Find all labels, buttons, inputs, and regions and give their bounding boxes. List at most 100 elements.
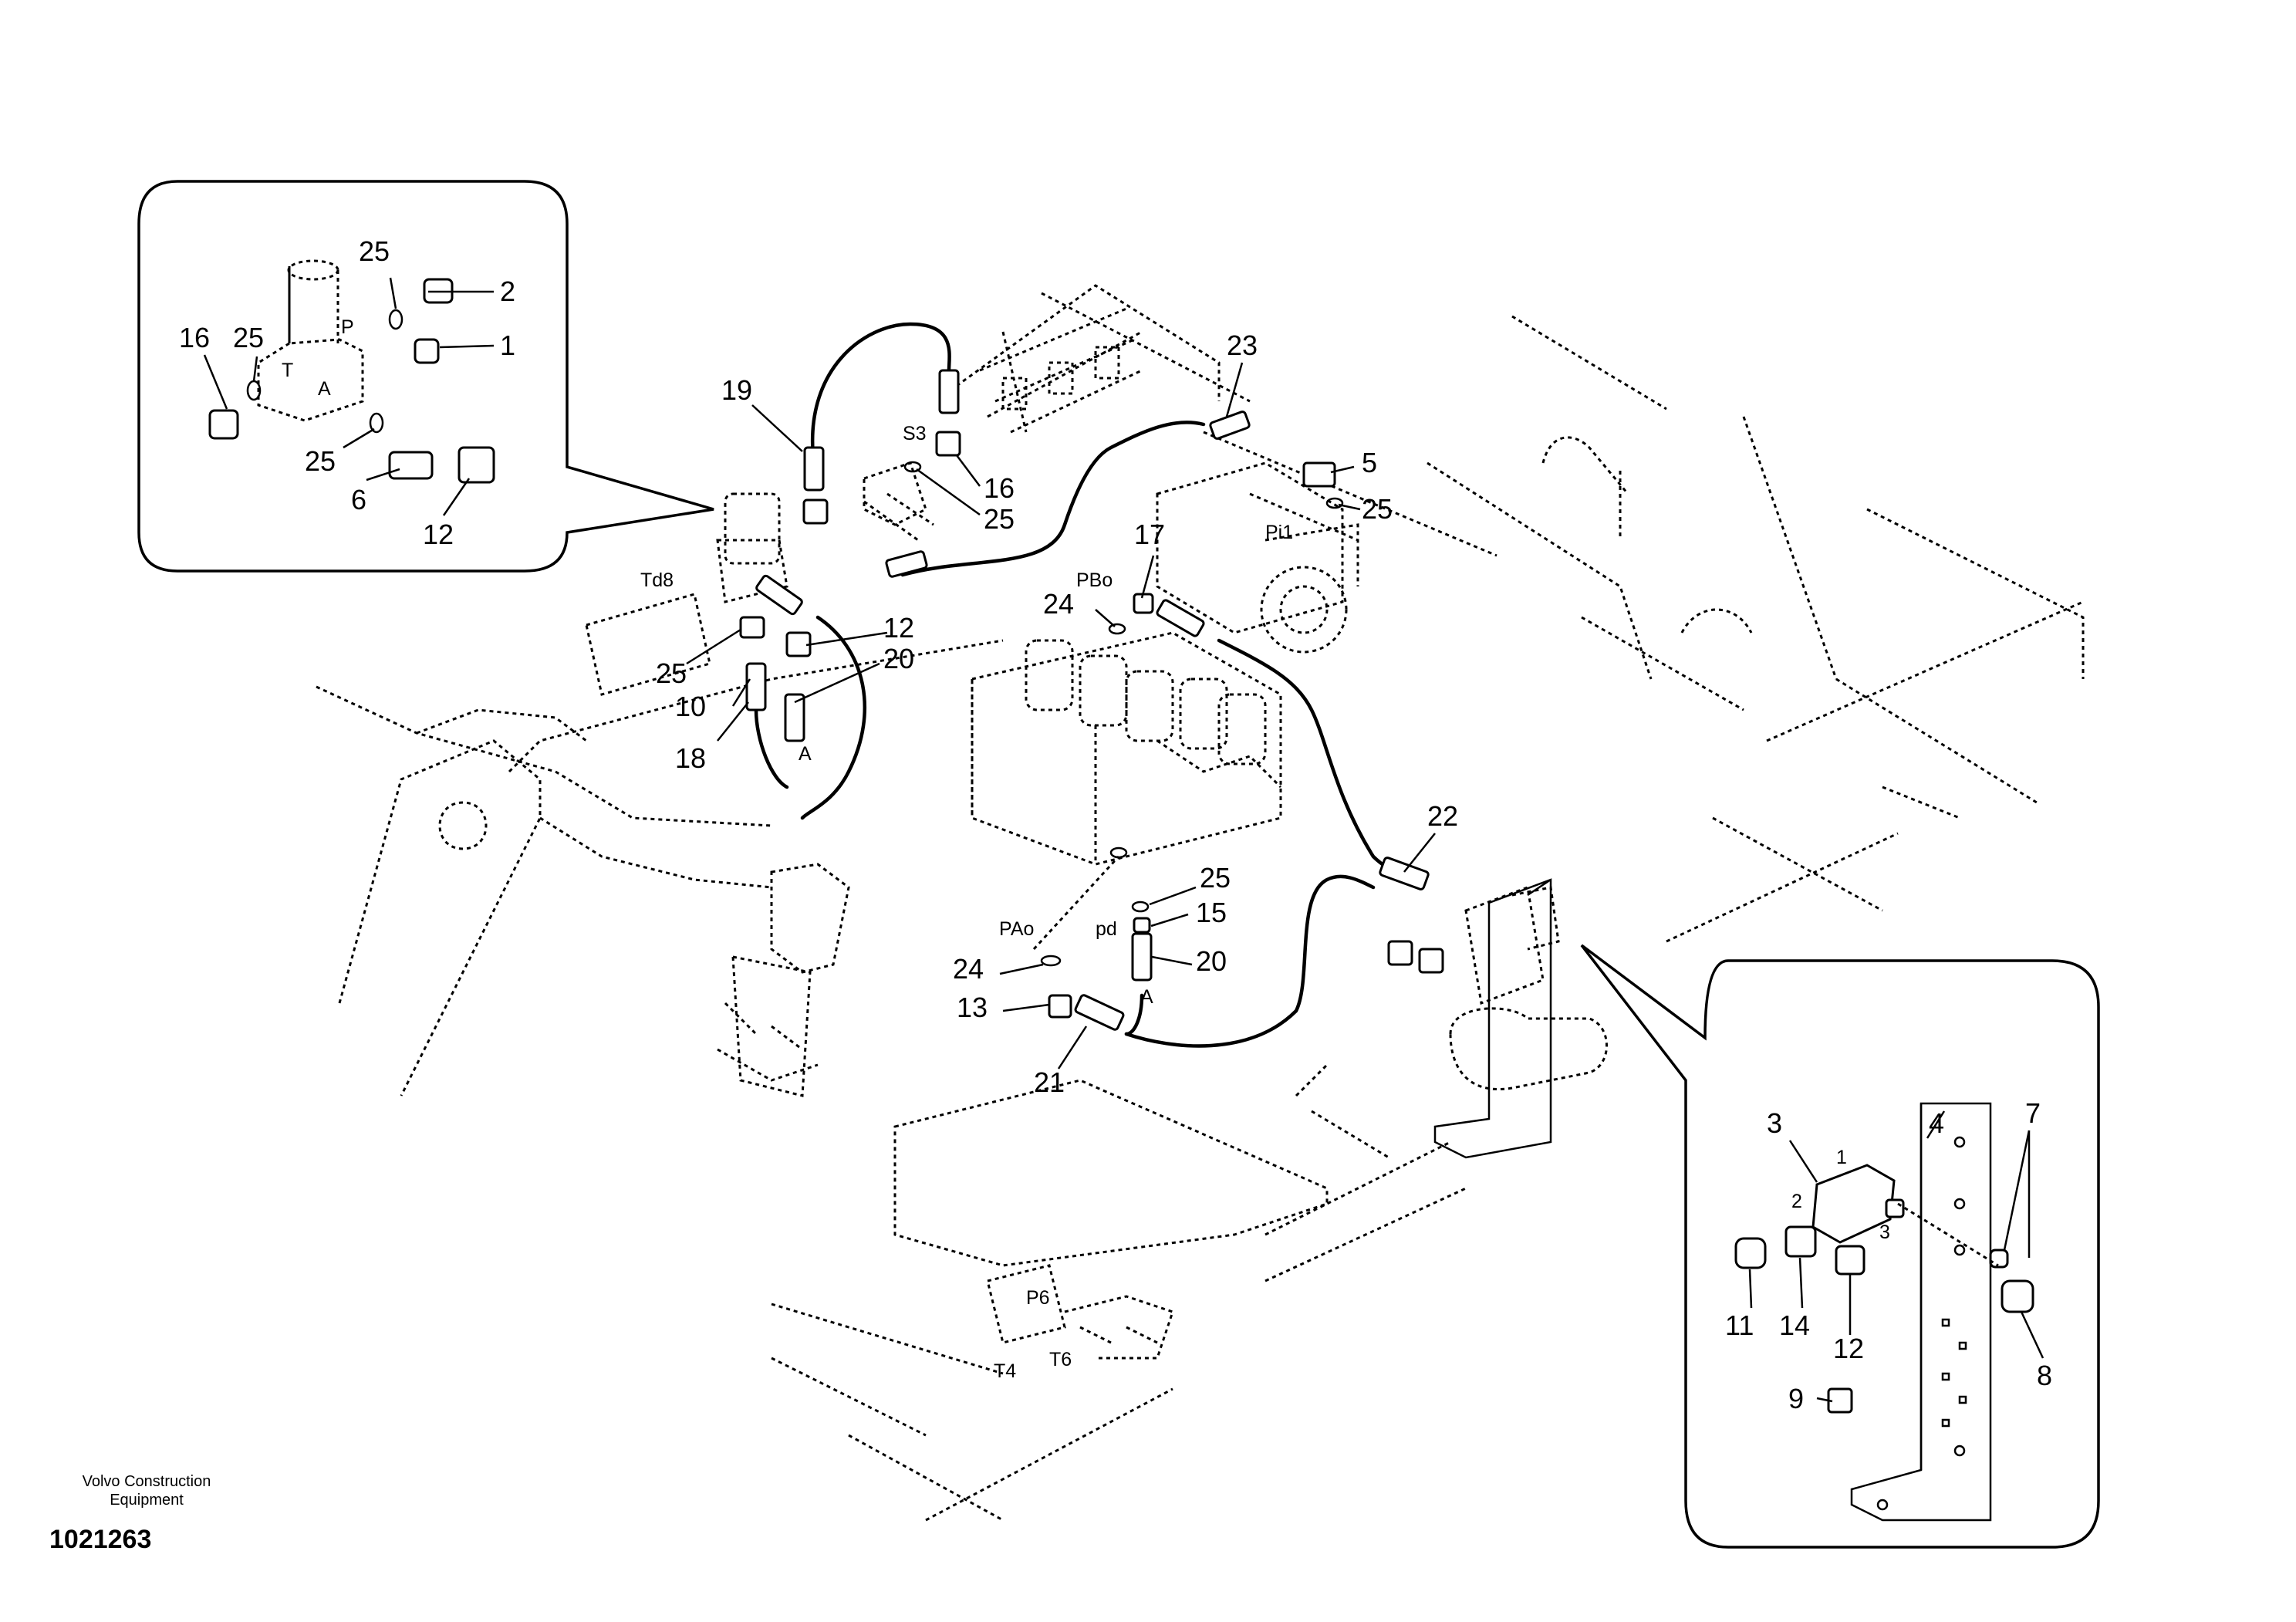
fitting-10-hose: [755, 574, 803, 616]
label-pbo: PBo: [1076, 569, 1113, 591]
fitting-19: [803, 446, 825, 492]
fitting-callout-16: [208, 409, 239, 440]
elbow-14: [1784, 1225, 1817, 1258]
fitting-callout-12: [458, 446, 495, 484]
label-t4: T4: [994, 1360, 1016, 1382]
label-17: 17: [1134, 519, 1165, 550]
callout-tl-label-25c: 25: [305, 445, 336, 477]
callout-br-label-7: 7: [2025, 1097, 2041, 1129]
fitting-20b: [1131, 932, 1153, 982]
label-s3: S3: [903, 423, 927, 444]
callout-br-label-14: 14: [1779, 1309, 1810, 1341]
fitting-elbow-2: [1418, 948, 1444, 974]
label-10: 10: [675, 691, 706, 722]
callout-tl-port-t: T: [282, 360, 293, 381]
fittings: [739, 369, 1430, 1031]
label-23: 23: [1227, 329, 1258, 361]
callout-tl-label-25b: 25: [233, 322, 264, 353]
plug-8: [2001, 1279, 2034, 1313]
callout-br-label-4: 4: [1929, 1107, 1944, 1139]
joystick-valve: [717, 863, 850, 1097]
detail-callout-bottom-right: 3 4 7 1 2 3 11 14 12 8 9: [1580, 944, 2100, 1549]
label-21: 21: [1034, 1066, 1065, 1098]
label-pi1: Pi1: [1265, 522, 1293, 543]
label-20-top: 20: [883, 643, 914, 674]
callout-br-label-9: 9: [1788, 1383, 1804, 1414]
label-22: 22: [1427, 800, 1458, 832]
callout-tl-port-a: A: [318, 378, 331, 400]
td8-valve: [585, 492, 788, 696]
label-25-pi1: 25: [1362, 493, 1393, 525]
label-5: 5: [1362, 447, 1377, 478]
label-13: 13: [957, 992, 988, 1023]
s3-block: [863, 461, 934, 542]
washer-7: [1989, 1249, 2009, 1269]
company-name-line2: Equipment: [110, 1492, 184, 1509]
callout-tl-port-p: P: [341, 316, 354, 338]
main-leader-lines: [686, 362, 1436, 1070]
callout-tl-label-2: 2: [500, 275, 515, 307]
fitting-13: [1048, 994, 1072, 1019]
label-t6: T6: [1049, 1349, 1072, 1370]
fitting-18: [745, 662, 767, 711]
fitting-25c: [739, 616, 765, 639]
hose-lines: [754, 322, 1422, 1048]
label-24-pao: 24: [953, 953, 984, 985]
callout-tl-label-1: 1: [500, 329, 515, 361]
fitting-callout-6: [388, 451, 434, 480]
footer-block: Volvo Construction Equipment 1021263: [31, 1472, 262, 1555]
label-25-td8: 25: [656, 657, 687, 689]
callout-br-label-8: 8: [2037, 1360, 2052, 1391]
plug-11: [1734, 1237, 1767, 1269]
bracket-assembly: [1387, 878, 1608, 1159]
callout-br-port-3: 3: [1879, 1222, 1890, 1243]
fitting-hose-end: [938, 369, 960, 414]
callout-br-label-3: 3: [1767, 1107, 1782, 1139]
callout-br-port-1: 1: [1836, 1147, 1847, 1168]
fitting-17: [1133, 593, 1154, 614]
label-18: 18: [675, 742, 706, 774]
label-15: 15: [1196, 897, 1227, 928]
p6-block: [986, 1264, 1174, 1360]
fitting-hose-td8: [885, 550, 928, 578]
fitting-20a: [784, 693, 805, 742]
fitting-plug: [1387, 940, 1413, 966]
fitting-16: [935, 431, 961, 457]
label-pd: pd: [1096, 918, 1117, 940]
detail-callout-top-left: 25 2 16 25 1 25 6 12 P T A: [137, 180, 714, 573]
elbow-12: [1835, 1245, 1866, 1276]
callout-br-port-2: 2: [1791, 1191, 1802, 1212]
label-a-bottom: A: [1140, 986, 1153, 1008]
callout-tl-label-25a: 25: [359, 235, 390, 267]
fitting-elbow: [802, 498, 829, 525]
fitting-21: [1074, 994, 1125, 1031]
label-pao: PAo: [999, 918, 1034, 940]
fitting-5: [1302, 461, 1336, 488]
company-name-line1: Volvo Construction: [82, 1473, 211, 1490]
main-labels: 19 S3 16 25 23 5 25 Pi1 17 PBo 24 Td8 12…: [640, 329, 1458, 1382]
machine-frame-outline: [316, 284, 2085, 1522]
upper-line-block: [979, 307, 1143, 434]
label-20-bottom: 20: [1196, 945, 1227, 977]
fitting-22: [1379, 857, 1430, 890]
control-valve-block: [971, 631, 1282, 866]
callout-br-label-12: 12: [1833, 1333, 1864, 1364]
label-td8: Td8: [640, 569, 674, 591]
callout-tl-label-16: 16: [179, 322, 210, 353]
callout-br-label-11: 11: [1725, 1309, 1754, 1341]
label-25-s3: 25: [984, 503, 1015, 535]
fitting-23: [1209, 411, 1251, 440]
label-12: 12: [883, 612, 914, 644]
label-19: 19: [721, 374, 752, 406]
label-p6: P6: [1026, 1287, 1050, 1309]
pump-unit: [1156, 461, 1359, 654]
fitting-15: [1133, 917, 1151, 934]
fitting-callout-1: [414, 338, 440, 364]
label-16: 16: [984, 472, 1015, 504]
label-a-top: A: [799, 743, 812, 765]
callout-tl-label-6: 6: [351, 484, 366, 515]
callout-tl-label-12: 12: [423, 519, 454, 550]
fitting-hose-pbo: [1156, 599, 1205, 637]
